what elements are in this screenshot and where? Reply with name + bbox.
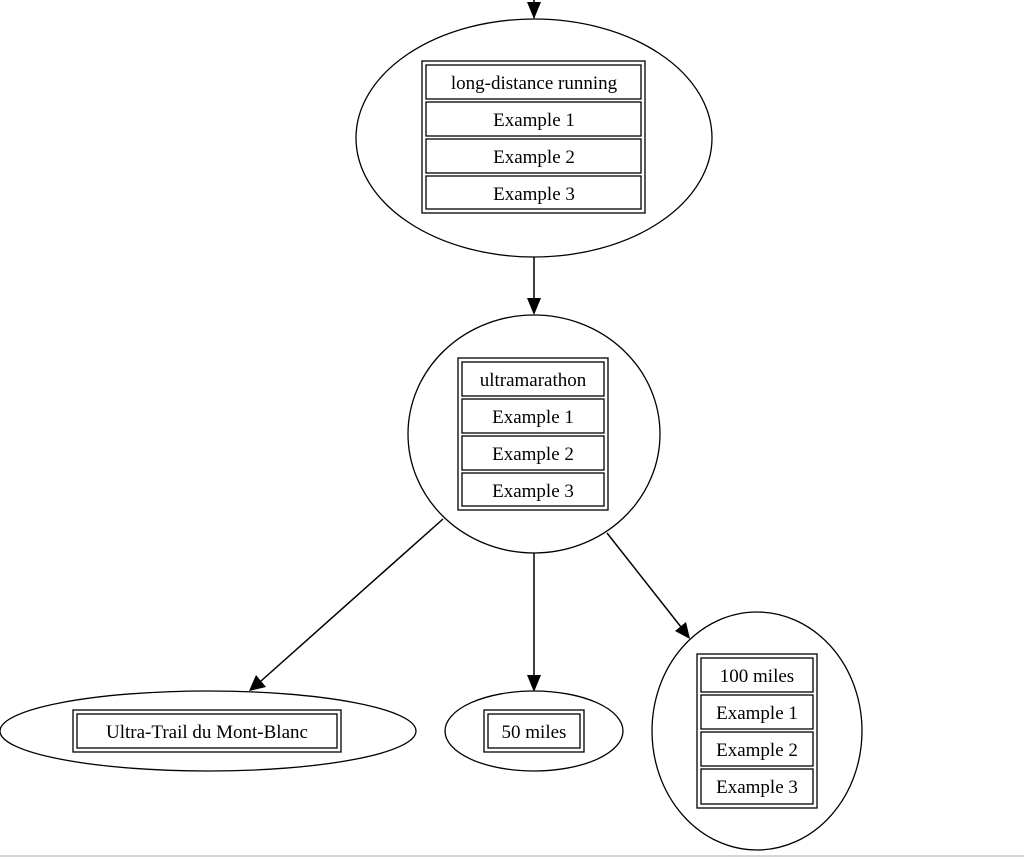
bottom-divider <box>0 855 1024 857</box>
record-cell <box>425 138 642 174</box>
record-cell <box>76 713 338 749</box>
node-example: Example 2 <box>716 740 798 761</box>
node-example: Example 1 <box>493 110 575 131</box>
record-cell <box>425 101 642 137</box>
node-example: Example 1 <box>716 703 798 724</box>
node-outline <box>355 18 713 258</box>
edge-arrowhead-ultra-trail <box>249 675 266 691</box>
edge-arrowhead-100-miles <box>675 622 690 639</box>
record-frame <box>421 60 646 214</box>
node-long-distance-running: long-distance running Example 1 Example … <box>355 18 713 258</box>
edge-incoming-arrowhead <box>527 2 541 19</box>
edge-arrowhead-50-miles <box>527 675 541 692</box>
node-ultramarathon: ultramarathon Example 1 Example 2 Exampl… <box>407 314 661 554</box>
record-cell <box>700 694 814 730</box>
record-cell <box>461 472 605 507</box>
record-cell <box>425 64 642 100</box>
node-50-miles: 50 miles <box>444 690 624 772</box>
record-cell <box>425 175 642 210</box>
node-example: Example 3 <box>716 777 798 798</box>
node-example: Example 3 <box>493 184 575 205</box>
node-100-miles: 100 miles Example 1 Example 2 Example 3 <box>651 611 863 851</box>
record-cell <box>700 657 814 693</box>
node-outline <box>651 611 863 851</box>
record-frame <box>457 357 609 511</box>
record-cell <box>700 731 814 767</box>
edge-ultramarathon-to-ultra-trail <box>260 518 444 682</box>
node-example: Example 2 <box>492 444 574 465</box>
node-outline <box>0 690 417 772</box>
node-title: long-distance running <box>451 73 618 94</box>
node-outline <box>407 314 661 554</box>
node-title: 50 miles <box>502 722 567 743</box>
record-cell <box>700 768 814 805</box>
node-example: Example 1 <box>492 407 574 428</box>
record-frame <box>483 709 585 753</box>
edge-arrowhead-ultramarathon <box>527 298 541 315</box>
record-cell <box>487 713 581 749</box>
record-cell <box>461 361 605 397</box>
node-title: ultramarathon <box>480 370 587 391</box>
node-example: Example 2 <box>493 147 575 168</box>
record-frame <box>696 653 818 809</box>
record-cell <box>461 435 605 471</box>
node-example: Example 3 <box>492 481 574 502</box>
record-frame <box>72 709 342 753</box>
node-title: Ultra-Trail du Mont-Blanc <box>106 722 308 743</box>
node-outline <box>444 690 624 772</box>
record-cell <box>461 398 605 434</box>
node-ultra-trail: Ultra-Trail du Mont-Blanc <box>0 690 417 772</box>
node-title: 100 miles <box>720 666 794 687</box>
edges <box>249 0 690 692</box>
edge-ultramarathon-to-100-miles <box>606 532 682 628</box>
